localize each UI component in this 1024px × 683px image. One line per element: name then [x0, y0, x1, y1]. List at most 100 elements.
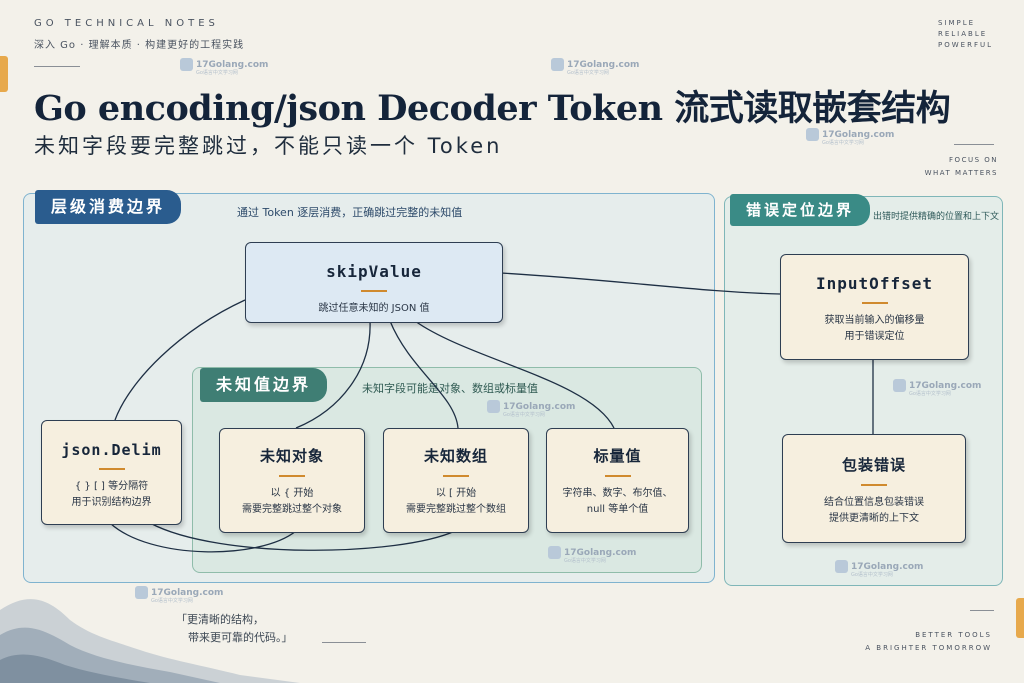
quote-line: 「更清晰的结构， — [176, 613, 264, 626]
node-title: 包装错误 — [841, 456, 906, 474]
logo-icon — [548, 546, 561, 559]
wrap-error-node: 包装错误 结合位置信息包装错误 提供更清晰的上下文 — [782, 434, 966, 543]
unknown-region-label: 未知值边界 — [200, 368, 328, 402]
accent-bar — [604, 475, 631, 477]
sub-eyebrow: 深入 Go · 理解本质 · 构建更好的工程实践 — [34, 40, 245, 51]
input-offset-node: InputOffset 获取当前输入的偏移量 用于错误定位 — [780, 254, 969, 360]
node-desc: 获取当前输入的偏移量 — [824, 315, 925, 326]
focus-slogan: FOCUS ON WHAT MATTERS — [878, 154, 998, 180]
slogan-line: FOCUS ON — [949, 156, 998, 164]
logo-icon — [135, 586, 148, 599]
slogan-line: POWERFUL — [938, 41, 993, 49]
side-tab — [1016, 598, 1024, 638]
tagline-line: A BRIGHTER TOMORROW — [865, 644, 992, 652]
logo-icon — [180, 58, 193, 71]
accent-bar — [98, 468, 125, 470]
watermark-text: 17Golang.com — [851, 562, 924, 572]
watermark-subtext: Go语言中文学习网 — [567, 70, 609, 76]
logo-icon — [893, 379, 906, 392]
link-skip-obj — [295, 320, 371, 429]
logo-icon — [487, 400, 500, 413]
watermark-text: 17Golang.com — [567, 60, 640, 70]
node-title: InputOffset — [816, 274, 933, 293]
divider — [954, 144, 994, 145]
node-desc: 结合位置信息包装错误 — [824, 497, 924, 508]
watermark-text: 17Golang.com — [564, 548, 637, 558]
node-desc: 用于识别结构边界 — [71, 497, 152, 508]
watermark-subtext: Go语言中文学习网 — [151, 598, 193, 604]
error-region-label: 错误定位边界 — [730, 194, 871, 226]
node-title: skipValue — [326, 262, 422, 281]
link-delim-obj — [109, 522, 297, 553]
node-title: 标量值 — [593, 447, 642, 465]
error-region-note: 出错时提供精确的位置和上下文 — [873, 212, 1000, 222]
link-skip-offset — [500, 272, 781, 295]
node-desc: 提供更清晰的上下文 — [829, 513, 919, 524]
slogan-line: SIMPLE — [938, 19, 976, 27]
node-title: json.Delim — [61, 441, 162, 459]
unknown-region-note: 未知字段可能是对象、数组或标量值 — [362, 382, 538, 395]
tagline-line: BETTER TOOLS — [915, 631, 992, 639]
page-subtitle: 未知字段要完整跳过，不能只读一个 Token — [34, 134, 503, 158]
top-right-slogan: SIMPLE RELIABLE POWERFUL — [938, 18, 998, 51]
watermark-text: 17Golang.com — [151, 588, 224, 598]
link-skip-scalar — [414, 320, 615, 429]
mountain-decoration — [0, 599, 300, 683]
logo-icon — [806, 128, 819, 141]
link-skip-arr — [389, 320, 459, 429]
watermark-subtext: Go语言中文学习网 — [196, 70, 238, 76]
watermark-subtext: Go语言中文学习网 — [503, 412, 545, 418]
watermark-text: 17Golang.com — [196, 60, 269, 70]
link-skip-delim — [114, 299, 246, 421]
node-desc: 用于错误定位 — [844, 331, 905, 342]
watermark-text: 17Golang.com — [909, 381, 982, 391]
footer-tagline: BETTER TOOLS A BRIGHTER TOMORROW — [832, 629, 992, 655]
unknown-object-node: 未知对象 以 { 开始 需要完整跳过整个对象 — [219, 428, 365, 533]
scalar-value-node: 标量值 字符串、数字、布尔值、 null 等单个值 — [546, 428, 689, 533]
accent-bar — [361, 290, 387, 292]
quote-line: 带来更可靠的代码。」 — [188, 631, 293, 644]
layer-region-label: 层级消费边界 — [35, 190, 182, 224]
node-desc: { } [ ] 等分隔符 — [74, 481, 149, 492]
footer-quote: 「更清晰的结构， 带来更可靠的代码。」 — [176, 611, 293, 647]
page-title: Go encoding/json Decoder Token 流式读取嵌套结构 — [34, 88, 951, 129]
eyebrow: GO TECHNICAL NOTES — [34, 18, 219, 29]
accent-bar — [861, 484, 887, 486]
logo-icon — [835, 560, 848, 573]
accent-bar — [861, 302, 888, 304]
node-desc: 以 [ 开始 — [435, 488, 477, 499]
divider — [322, 642, 366, 643]
unknown-array-node: 未知数组 以 [ 开始 需要完整跳过整个数组 — [383, 428, 529, 533]
json-delim-node: json.Delim { } [ ] 等分隔符 用于识别结构边界 — [41, 420, 182, 525]
node-title: 未知数组 — [423, 447, 488, 465]
divider — [970, 610, 994, 611]
layer-region-note: 通过 Token 逐层消费，正确跳过完整的未知值 — [237, 206, 463, 219]
node-desc: 字符串、数字、布尔值、 — [562, 488, 673, 499]
watermark-text: 17Golang.com — [503, 402, 576, 412]
watermark-subtext: Go语言中文学习网 — [909, 391, 951, 397]
node-desc: 需要完整跳过整个对象 — [242, 504, 342, 515]
watermark-text: 17Golang.com — [822, 130, 895, 140]
node-desc: 以 { 开始 — [270, 488, 314, 499]
slogan-line: RELIABLE — [938, 30, 988, 38]
watermark-subtext: Go语言中文学习网 — [564, 558, 606, 564]
side-tab — [0, 56, 8, 92]
watermark-subtext: Go语言中文学习网 — [822, 140, 864, 146]
watermark-subtext: Go语言中文学习网 — [851, 572, 893, 578]
node-desc: null 等单个值 — [586, 504, 649, 515]
accent-bar — [279, 475, 305, 477]
node-desc: 需要完整跳过整个数组 — [406, 504, 506, 515]
node-title: 未知对象 — [259, 447, 324, 465]
skip-value-node: skipValue 跳过任意未知的 JSON 值 — [245, 242, 503, 323]
logo-icon — [551, 58, 564, 71]
slogan-line: WHAT MATTERS — [924, 169, 998, 177]
